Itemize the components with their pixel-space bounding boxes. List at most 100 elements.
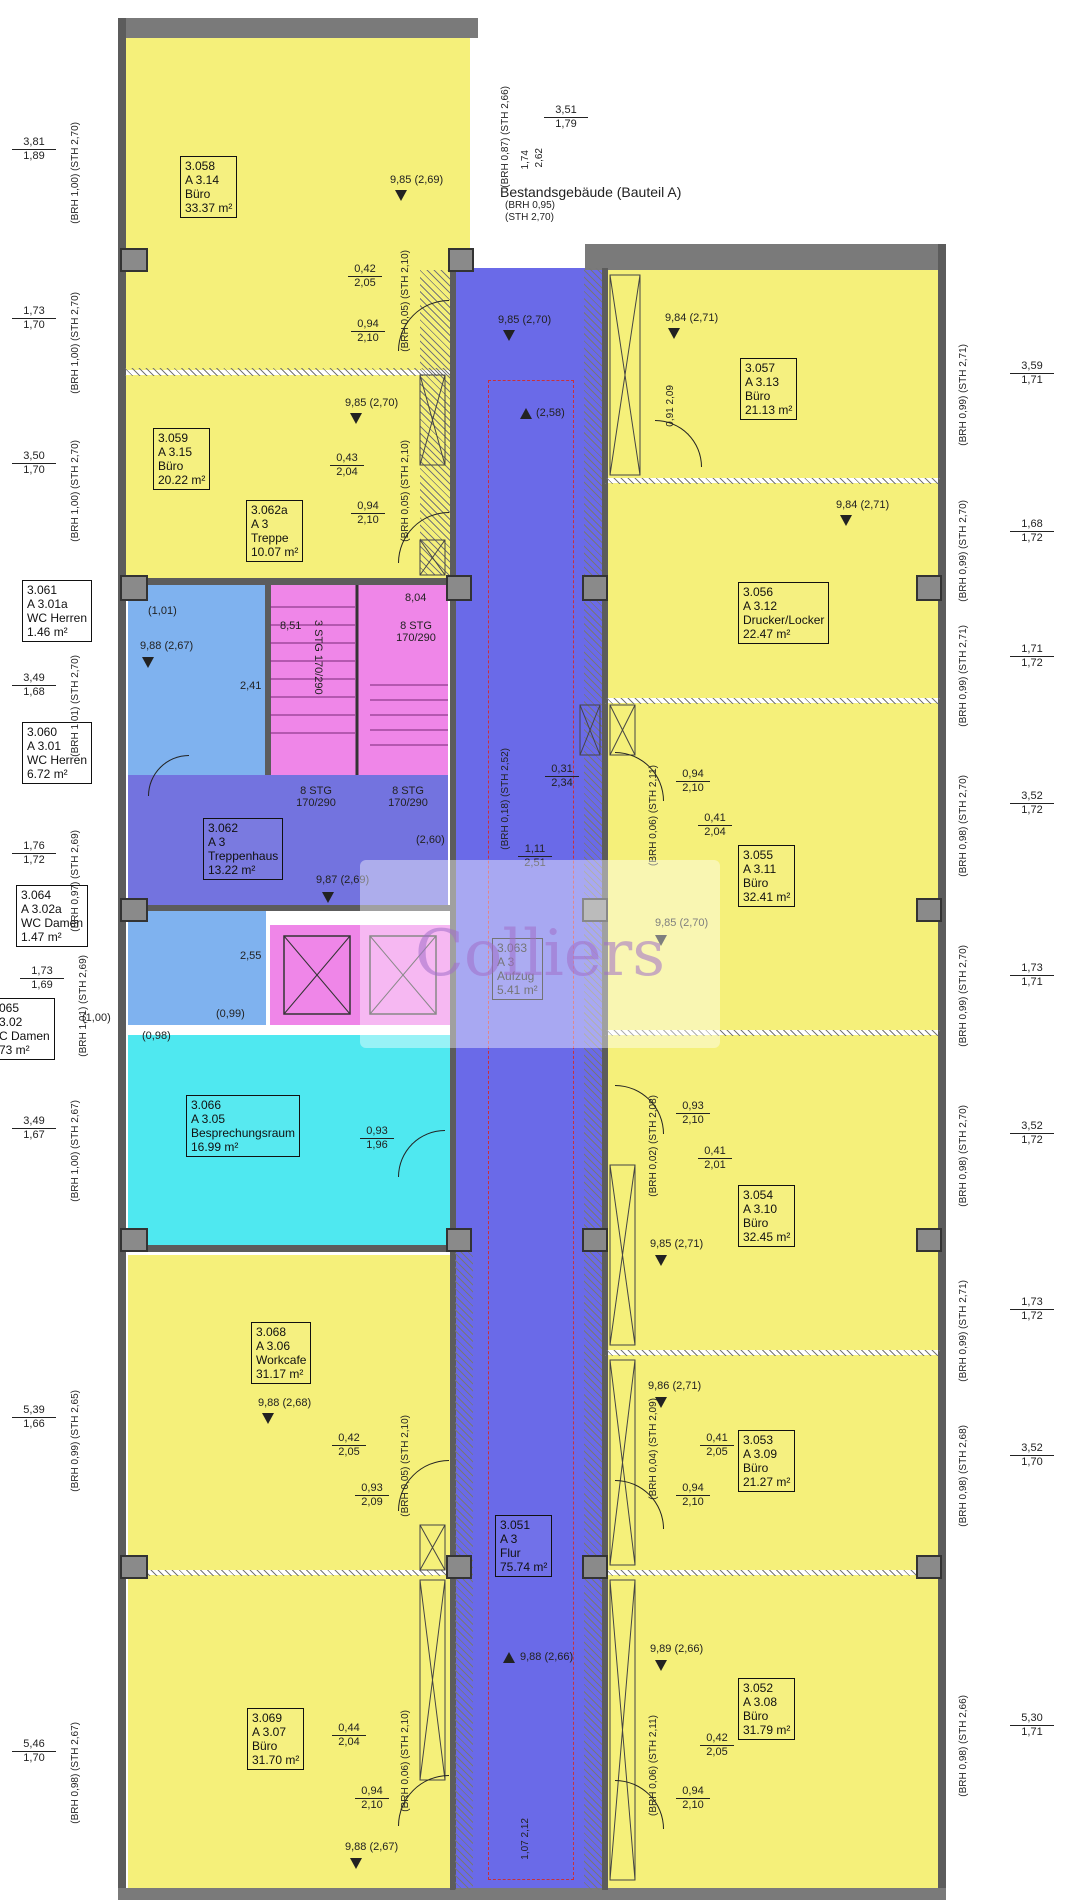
sill-height: (BRH 0,99) (STH 2,65)	[70, 1390, 81, 1492]
misc-dim: 2,41	[240, 680, 262, 692]
sill-height: (BRH 0,98) (STH 2,67)	[70, 1722, 81, 1824]
pillar	[582, 1228, 608, 1252]
colliers-watermark: Colliers	[360, 860, 720, 1048]
door-brh: (BRH 0,02) (STH 2,08)	[648, 1095, 659, 1197]
level-marker-icon	[655, 1660, 667, 1671]
room-fill-3057	[605, 268, 940, 478]
level-value: 9,85 (2,71)	[650, 1238, 704, 1250]
room-fill-3069	[128, 1575, 455, 1890]
sill-height: (BRH 1,01) (STH 2,70)	[70, 655, 81, 757]
level-marker-icon	[655, 1397, 667, 1408]
level-value: 9,89 (2,66)	[650, 1643, 704, 1655]
wall-top-left	[118, 18, 478, 38]
pillar	[446, 1228, 472, 1252]
door-brh: (BRH 0,06) (STH 2,11)	[648, 765, 659, 866]
level-marker-icon	[395, 190, 407, 201]
misc-dim: 2,55	[240, 950, 262, 962]
level-marker-icon	[503, 1652, 515, 1663]
pillar	[916, 575, 942, 601]
room-fill-wc-damen	[128, 910, 266, 1025]
door-brh: (BRH 0,05) (STH 2,10)	[400, 440, 411, 542]
stair-label: 8 STG 170/290	[296, 785, 336, 809]
level-value: 9,88 (2,68)	[258, 1397, 312, 1409]
level-marker-icon	[350, 413, 362, 424]
sill-height: (BRH 1,00) (STH 2,70)	[70, 122, 81, 224]
partition-hatch	[605, 1350, 940, 1356]
level-marker-icon	[655, 935, 667, 946]
pillar	[120, 248, 148, 272]
pillar	[916, 1228, 942, 1252]
wall-corridor-left	[450, 268, 456, 1890]
wall-wc-split	[265, 585, 271, 775]
wall-corridor-right	[602, 268, 608, 1890]
level-value: (2,58)	[536, 407, 565, 419]
level-marker-icon	[350, 1858, 362, 1869]
level-value: 9,85 (2,70)	[655, 917, 709, 929]
misc-dim: 1,07 2,12	[520, 1818, 531, 1860]
room-fill-treppenhaus	[128, 775, 448, 905]
door-brh: (BRH 0,06) (STH 2,10)	[400, 1710, 411, 1812]
pillar	[448, 248, 474, 272]
sill-height: (BRH 1,00) (STH 2,70)	[70, 440, 81, 542]
pillar	[916, 1555, 942, 1579]
sill-height: (BRH 0,98) (STH 2,70)	[958, 775, 969, 877]
sill-height: (BRH 0,99) (STH 2,71)	[958, 1280, 969, 1382]
top-sill-height-2: (BRH 0,95) (STH 2,70)	[505, 200, 556, 223]
level-value: 8,51	[280, 620, 302, 632]
partition-hatch	[125, 368, 450, 376]
room-fill-3059	[125, 375, 450, 578]
pillar	[120, 898, 148, 922]
level-value: 9,87 (2,69)	[316, 874, 370, 886]
partition-hatch	[128, 1570, 455, 1576]
pillar	[916, 898, 942, 922]
room-fill-3068	[128, 1255, 455, 1570]
pillar	[446, 1555, 472, 1579]
room-fill-3053	[605, 1355, 940, 1570]
sill-height: (BRH 1,00) (STH 2,67)	[70, 1100, 81, 1202]
pillar	[582, 1555, 608, 1579]
level-value: 9,88 (2,67)	[345, 1841, 399, 1853]
wall-bottom	[118, 1888, 946, 1900]
level-marker-icon	[142, 657, 154, 668]
level-marker-icon	[520, 408, 532, 419]
misc-dim: (1,01)	[148, 605, 177, 617]
level-marker-icon	[262, 1413, 274, 1424]
